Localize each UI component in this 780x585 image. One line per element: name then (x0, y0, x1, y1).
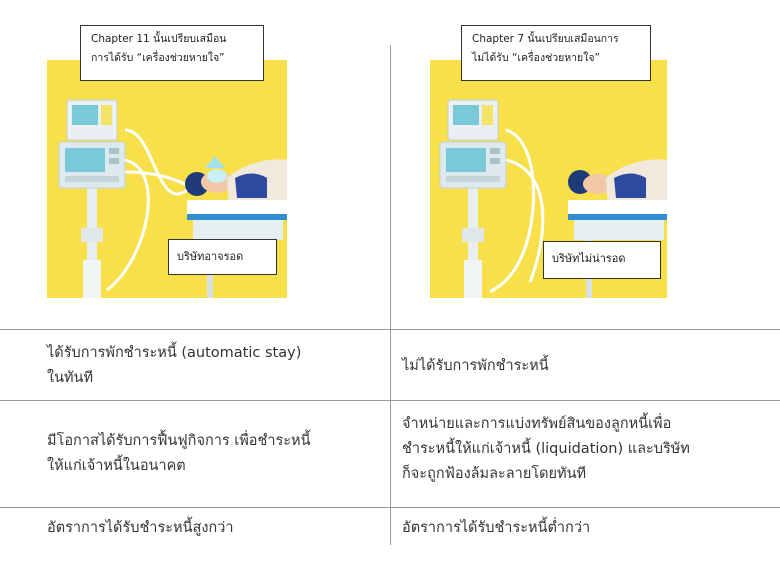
row1-left-cell: ได้รับการพักชำระหนี้ (automatic stay) ใน… (47, 341, 377, 391)
row2-right-line1: จำหน่ายและการแบ่งทรัพย์สินของลูกหนี้เพื่… (402, 416, 672, 432)
row3-left-cell: อัตราการได้รับชำระหนี้สูงกว่า (47, 516, 377, 541)
left-callout-line1: Chapter 11 นั้นเปรียบเสมือน (91, 33, 227, 45)
row3-left-line1: อัตราการได้รับชำระหนี้สูงกว่า (47, 520, 234, 536)
row2-left-line1: มีโอกาสได้รับการฟื้นฟูกิจการ เพื่อชำระหน… (47, 433, 311, 449)
right-callout: Chapter 7 นั้นเปรียบเสมือนการ ไม่ได้รับ … (461, 25, 651, 81)
row2-left-cell: มีโอกาสได้รับการฟื้นฟูกิจการ เพื่อชำระหน… (47, 429, 383, 479)
row-divider (0, 400, 780, 401)
row2-right-line3: ก็จะถูกฟ้องล้มละลายโดยทันที (402, 466, 587, 482)
right-outcome-text: บริษัทไม่น่ารอด (552, 252, 626, 265)
left-callout: Chapter 11 นั้นเปรียบเสมือน การได้รับ “เ… (80, 25, 264, 81)
row-divider (0, 329, 780, 330)
row-divider (0, 507, 780, 508)
row1-left-line2: ในทันที (47, 370, 94, 386)
row2-right-line2: ชำระหนี้ให้แก่เจ้าหนี้ (liquidation) และ… (402, 441, 690, 457)
left-callout-line2: การได้รับ “เครื่องช่วยหายใจ” (91, 52, 225, 64)
right-outcome-label: บริษัทไม่น่ารอด (543, 241, 661, 279)
left-illustration (47, 60, 287, 298)
row2-right-cell: จำหน่ายและการแบ่งทรัพย์สินของลูกหนี้เพื่… (402, 412, 774, 487)
row1-left-line1: ได้รับการพักชำระหนี้ (automatic stay) (47, 345, 302, 361)
column-divider (390, 45, 391, 545)
row3-right-cell: อัตราการได้รับชำระหนี้ต่ำกว่า (402, 516, 772, 541)
left-outcome-text: บริษัทอาจรอด (177, 250, 244, 263)
right-callout-line1: Chapter 7 นั้นเปรียบเสมือนการ (472, 33, 619, 45)
row3-right-line1: อัตราการได้รับชำระหนี้ต่ำกว่า (402, 520, 591, 536)
left-outcome-label: บริษัทอาจรอด (168, 239, 277, 275)
row1-right-line1: ไม่ได้รับการพักชำระหนี้ (402, 358, 549, 374)
right-callout-line2: ไม่ได้รับ “เครื่องช่วยหายใจ” (472, 52, 600, 64)
row1-right-cell: ไม่ได้รับการพักชำระหนี้ (402, 354, 772, 379)
row2-left-line2: ให้แก่เจ้าหนี้ในอนาคต (47, 458, 186, 474)
